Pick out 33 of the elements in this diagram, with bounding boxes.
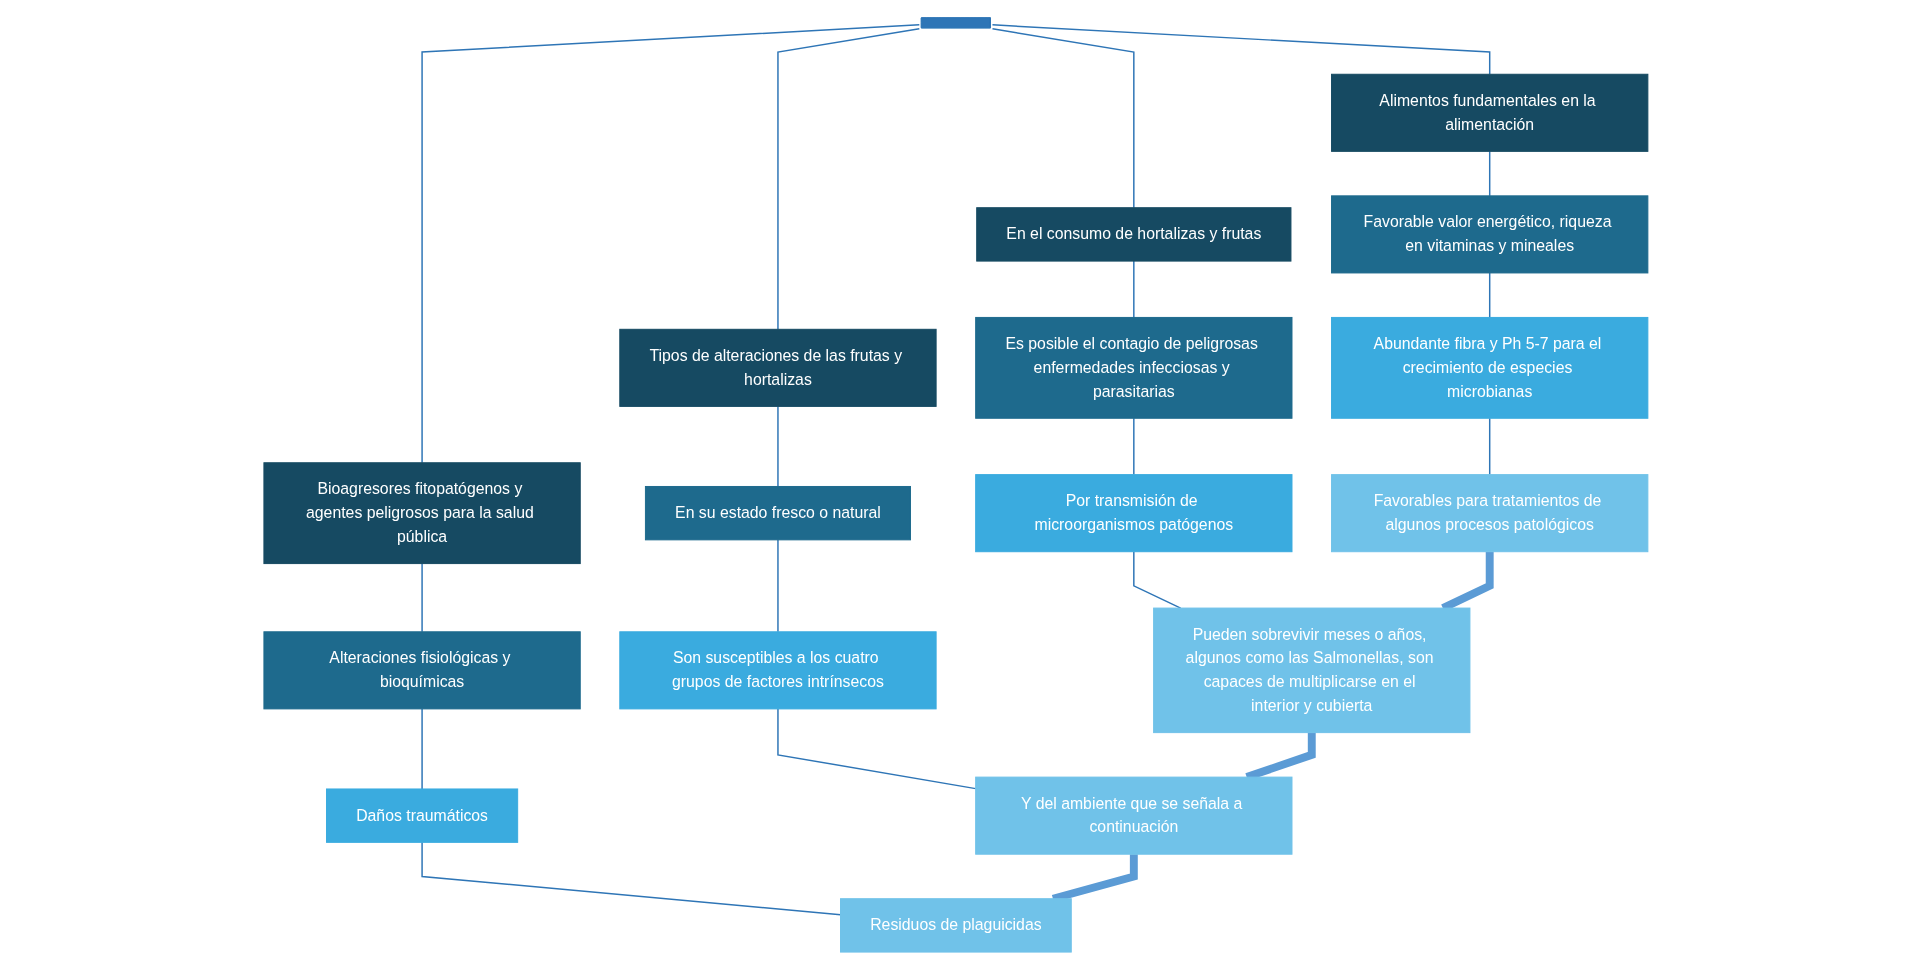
connector-line: [420, 562, 423, 633]
connector-line: [420, 841, 841, 916]
connector-line: [776, 405, 779, 488]
process-box: Residuos de plaguicidas: [839, 898, 1072, 953]
process-box: Alimentos fundamentales en la alimentación: [1330, 73, 1648, 152]
process-box: En el consumo de hortalizas y frutas: [975, 207, 1292, 262]
connector-line: [991, 24, 1491, 75]
process-box: Pueden sobrevivir meses o años, algunos como las Salmonellas, son capaces de multiplicarse en el interior y cubierta: [1152, 607, 1471, 734]
connector-line: [1132, 551, 1181, 609]
connector-line: [776, 28, 920, 331]
connector-line: [420, 708, 423, 790]
bus-bar: [920, 17, 991, 29]
process-box: Y del ambiente que se señala a continuación: [974, 776, 1293, 855]
process-box: En su estado fresco o natural: [644, 485, 911, 541]
process-box: Son susceptibles a los cuatro grupos de factores intrínsecos: [618, 631, 937, 710]
process-box: Favorable valor energético, riqueza en vitaminas y mineales: [1330, 195, 1648, 274]
connector-line: [1132, 417, 1135, 476]
process-box: Tipos de alteraciones de las frutas y hortalizas: [618, 328, 937, 407]
connector-line: [1132, 260, 1135, 319]
connector-line: [776, 539, 779, 633]
process-box: Bioagresores fitopatógenos y agentes peligrosos para la salud pública: [263, 462, 581, 565]
process-box: Es posible el contagio de peligrosas enfermedades infecciosas y parasitarias: [974, 316, 1293, 419]
connector-line: [1488, 272, 1491, 319]
connector-line: [991, 28, 1135, 209]
connector-line: [776, 708, 976, 790]
process-box: Por transmisión de microorganismos patógenos: [974, 474, 1293, 553]
process-box: Daños traumáticos: [325, 788, 518, 843]
connector-line: [420, 24, 920, 464]
process-box: Abundante fibra y Ph 5-7 para el crecimiento de especies microbianas: [1330, 316, 1648, 419]
connector-line: [1488, 150, 1491, 197]
process-box: Favorables para tratamientos de algunos procesos patológicos: [1330, 474, 1648, 553]
connector-line: [1488, 417, 1491, 476]
process-box: Alteraciones fisiológicas y bioquímicas: [263, 631, 581, 710]
